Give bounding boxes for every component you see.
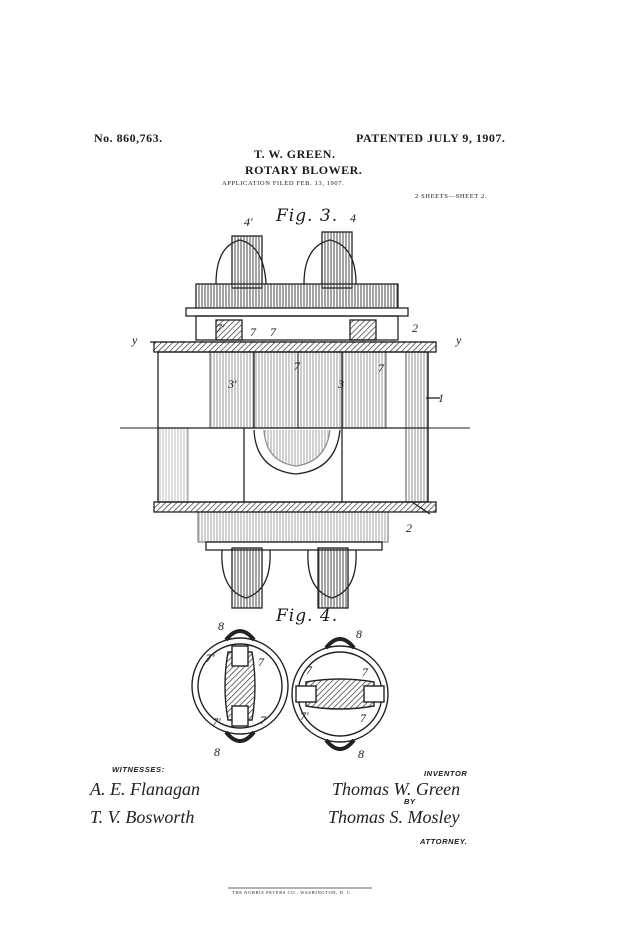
fig3-label-7-prime: 7' [216, 321, 225, 335]
shaft-4 [321, 231, 353, 289]
fig3-title: Fig. 3. [276, 206, 339, 226]
bottom-flange [153, 501, 437, 513]
fig3-label-1: 1 [438, 391, 444, 405]
fig3-label-3-prime: 3' [228, 377, 237, 391]
fig4-label-7a: 7 [258, 655, 264, 669]
fig3-label-4-prime: 4' [244, 215, 253, 229]
sheet-count: 2 SHEETS—SHEET 2. [415, 193, 488, 200]
fig4-label-7c: 7 [306, 663, 312, 677]
inventor-signature: Thomas W. Green [332, 779, 461, 799]
fig4-label-8-tl: 8 [218, 619, 224, 633]
shaft-4-prime [231, 235, 263, 289]
fig3-label-2-bottom: 2 [406, 521, 412, 535]
patent-number: No. 860,763. [94, 131, 163, 145]
bearing-housing [195, 315, 399, 341]
fig3-label-y-right: y [456, 333, 462, 347]
fig3-label-3: 3 [338, 377, 344, 391]
upper-plate [185, 307, 409, 317]
fig4-label-7b: 7 [260, 713, 266, 727]
fig4-title: Fig. 4. [276, 606, 339, 626]
witnesses-label: WITNESSES: [112, 765, 165, 774]
casing-side-right [405, 351, 429, 503]
patent-title: ROTARY BLOWER. [245, 163, 363, 177]
fig4-label-7-prime-b: 7' [212, 715, 221, 729]
witness-2-signature: T. V. Bosworth [90, 807, 195, 827]
gear-housing [195, 283, 399, 311]
fig3-label-7b: 7 [270, 325, 276, 339]
fig4-label-8-bl: 8 [214, 745, 220, 759]
fig3-label-7d: 7 [378, 361, 384, 375]
fig4-label-7d: 7 [362, 665, 368, 679]
fig3-label-2-top: 2 [412, 321, 418, 335]
fig4-label-8-tr: 8 [356, 627, 362, 641]
fig4-label-7-prime-c: 7' [300, 709, 309, 723]
fig3-label-y-left: y [132, 333, 138, 347]
bottom-shaft-right [317, 547, 349, 609]
application-filed: APPLICATION FILED FEB. 13, 1907. [222, 180, 345, 187]
attorney-label: ATTORNEY. [420, 837, 468, 846]
witness-1-signature: A. E. Flanagan [90, 779, 200, 799]
inventor-name: T. W. GREEN. [254, 147, 336, 161]
fig3-label-7c: 7 [294, 359, 300, 373]
fig4-label-8-br: 8 [358, 747, 364, 761]
top-flange [153, 341, 437, 353]
fig3-label-7a: 7 [250, 325, 256, 339]
fig4-label-7e: 7 [360, 711, 366, 725]
bottom-shaft-left [231, 547, 263, 609]
fig3-label-4: 4 [350, 211, 356, 225]
fig4-drawing [191, 629, 389, 751]
patented-date: PATENTED JULY 9, 1907. [356, 131, 506, 145]
by-label: BY [404, 797, 416, 806]
bottom-housing [197, 511, 389, 543]
printer-imprint: THE NORRIS PETERS CO., WASHINGTON, D. C. [232, 890, 353, 895]
casing-side-left [157, 427, 189, 503]
attorney-signature: Thomas S. Mosley [328, 807, 460, 827]
fig4-label-7-prime-a: 7' [206, 651, 215, 665]
inventor-label: INVENTOR [424, 769, 468, 778]
